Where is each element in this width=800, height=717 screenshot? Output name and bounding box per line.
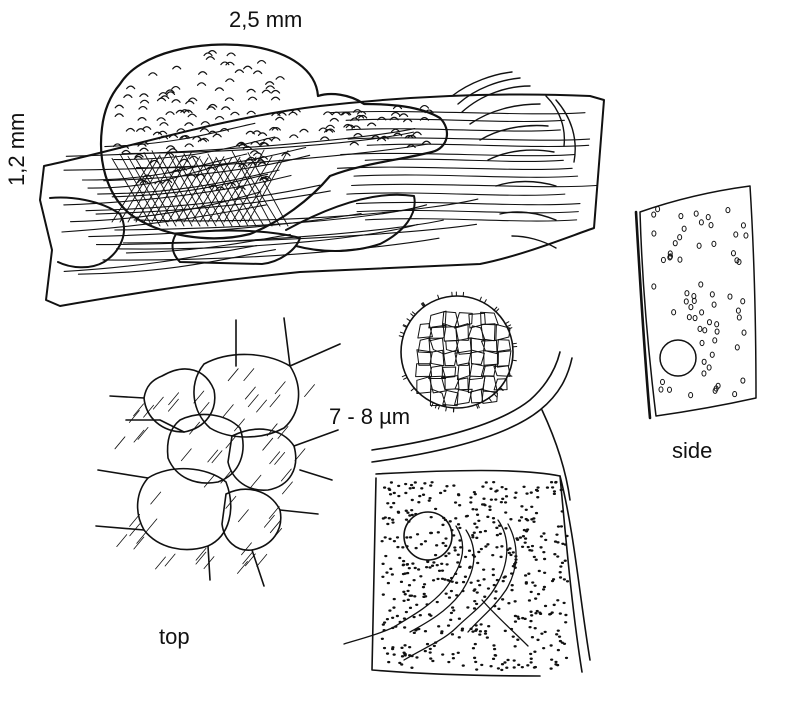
spore-reticulum <box>398 291 518 413</box>
top-view-label: top <box>159 624 190 649</box>
peridium-section-dots <box>380 480 570 672</box>
fruitbody-length-label: 2,5 mm <box>229 7 303 32</box>
fruitbody <box>99 43 449 240</box>
frayed-twig-end <box>451 71 576 249</box>
fruitbody-height-label: 1,2 mm <box>4 112 29 186</box>
fruitbody-crosshatch <box>111 149 289 227</box>
peridium-section <box>371 351 591 677</box>
side-view-cell-dots <box>651 206 749 399</box>
spore-size-label: 7 - 8 µm <box>329 404 411 429</box>
peridium-section-crevices <box>343 519 529 661</box>
spore <box>400 295 514 409</box>
peridium-top-hatching <box>114 368 315 574</box>
peridium-top-view <box>95 317 341 587</box>
side-view-label: side <box>672 438 713 463</box>
side-view-cell <box>634 185 757 420</box>
